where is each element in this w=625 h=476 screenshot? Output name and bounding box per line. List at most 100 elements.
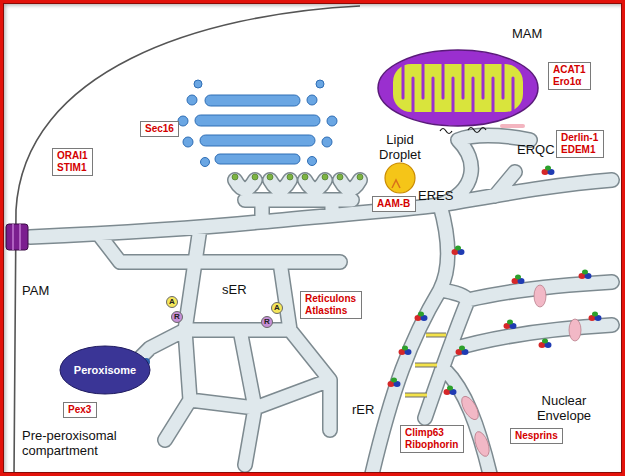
protein-name: EDEM1 <box>561 144 599 156</box>
protein-name: Pex3 <box>68 404 92 416</box>
mitochondrion <box>452 78 455 112</box>
protein-label-box: ACAT1Ero1α <box>548 62 591 90</box>
ribosomes <box>456 346 469 356</box>
golgi-stack <box>307 95 317 105</box>
protein-name: Nesprins <box>515 430 558 442</box>
nesprin-complex <box>472 430 492 459</box>
sec16-coat <box>337 174 343 180</box>
protein-label-box: ORAI1STIM1 <box>52 148 93 176</box>
mitochondrion <box>432 78 435 112</box>
climp63-spacers <box>405 393 427 398</box>
ribosomes <box>504 320 517 330</box>
mam-tethers <box>500 124 525 128</box>
calcium-channel <box>6 224 28 250</box>
protein-name: STIM1 <box>57 162 88 174</box>
organelle-name: Peroxisome <box>59 345 151 395</box>
protein-label-box: Nesprins <box>510 428 563 444</box>
protein-circle: A <box>271 302 283 314</box>
climp63-spacers-fill <box>405 394 427 397</box>
region-label: Nuclear Envelope <box>526 393 602 423</box>
peroxisome-outline <box>60 346 150 394</box>
mitochondrion <box>512 78 515 112</box>
mitochondrion <box>462 64 465 98</box>
golgi-stack <box>187 95 197 105</box>
region-label: ERES <box>418 188 453 203</box>
endoplasmic-reticulum <box>30 136 612 475</box>
ribosomes <box>507 320 513 325</box>
region-label: rER <box>352 402 374 417</box>
protein-name: Derlin-1 <box>561 132 599 144</box>
golgi-stack <box>201 158 210 167</box>
golgi-stack <box>178 80 337 167</box>
protein-name: Ero1α <box>553 76 586 88</box>
mitochondrion <box>403 64 513 112</box>
golgi-stack <box>200 135 315 146</box>
nesprin-complex <box>458 285 581 458</box>
mam-tethers <box>440 129 452 134</box>
golgi-stack <box>316 80 324 88</box>
ribosomes <box>515 275 521 280</box>
mitochondrion <box>393 64 523 112</box>
region-label: ERQC <box>517 142 555 157</box>
ribosomes <box>391 378 397 383</box>
ribosomes <box>542 339 548 344</box>
mitochondrion <box>412 78 415 112</box>
region-label: Pre-peroxisomal compartment <box>22 428 140 458</box>
golgi-stack <box>327 116 337 126</box>
protein-letter: R <box>262 317 272 327</box>
region-label: sER <box>222 282 247 297</box>
ribosomes <box>589 312 602 322</box>
golgi-stack <box>205 95 300 106</box>
protein-name: ACAT1 <box>553 64 586 76</box>
organelle-shape: Peroxisome <box>59 345 151 395</box>
golgi-stack <box>194 80 202 88</box>
mitochondrion <box>378 50 538 126</box>
protein-label-box: Pex3 <box>63 402 97 418</box>
climp63-spacers-fill <box>426 334 446 337</box>
golgi-stack <box>308 157 317 166</box>
protein-label-box: AAM-B <box>372 196 416 212</box>
ribosomes <box>399 346 412 356</box>
protein-name: Sec16 <box>145 123 174 135</box>
climp63-spacers-fill <box>415 364 437 367</box>
protein-letter: R <box>172 312 182 322</box>
ribosomes <box>447 386 453 391</box>
ribosomes <box>592 312 598 317</box>
ribosomes <box>579 270 592 280</box>
sec16-coat <box>322 174 328 180</box>
sec16-coat <box>267 174 273 180</box>
ribosomes <box>415 312 428 322</box>
protein-label-box: ReticulonsAtlastins <box>300 291 362 319</box>
golgi-stack <box>178 116 188 126</box>
calcium-channel <box>12 224 14 250</box>
ribosomes <box>455 246 461 251</box>
mitochondrion <box>402 64 405 98</box>
calcium-channel <box>19 224 21 250</box>
ribosomes <box>512 275 525 285</box>
sec16-coat <box>232 174 363 180</box>
golgi-stack <box>215 154 300 164</box>
ribosomes <box>388 166 602 396</box>
mitochondrion <box>422 64 425 98</box>
protein-letter: A <box>167 297 177 307</box>
nesprin-complex <box>534 285 546 307</box>
ribosomes <box>452 246 465 256</box>
sec16-coat <box>302 174 308 180</box>
mitochondrion <box>482 64 485 98</box>
protein-label-box: Derlin-1EDEM1 <box>556 130 604 158</box>
region-label: MAM <box>512 26 542 41</box>
mitochondrion <box>378 50 538 126</box>
mitochondrion <box>502 64 505 98</box>
mam-tethers <box>468 128 486 133</box>
sec16-coat <box>287 174 293 180</box>
protein-label-box: Sec16 <box>140 121 179 137</box>
golgi-stack <box>322 137 332 147</box>
ribosomes <box>402 346 408 351</box>
endoplasmic-reticulum <box>30 136 612 475</box>
protein-letter: A <box>272 303 282 313</box>
nesprin-complex <box>569 319 581 341</box>
region-label: PAM <box>22 283 49 298</box>
sec16-coat <box>232 174 238 180</box>
protein-name: Reticulons <box>305 293 357 305</box>
